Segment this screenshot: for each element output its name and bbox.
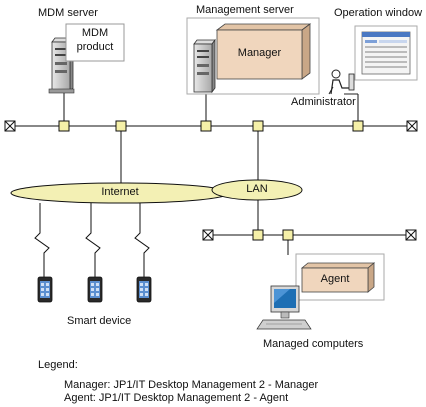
administrator-label: Administrator [291, 96, 356, 108]
operation-window-label: Operation window [334, 7, 423, 19]
managed-computer-icon [256, 285, 312, 330]
mdm-product-box [65, 23, 125, 62]
smart-device-label: Smart device [67, 315, 132, 327]
smart-device-icon [37, 276, 53, 303]
node-internet [115, 120, 127, 132]
mdm-product-label-line1: MDM [81, 27, 109, 39]
wireless-links [34, 203, 150, 278]
legend-manager: Manager: JP1/IT Desktop Management 2 - M… [64, 379, 319, 391]
agent-box [300, 262, 376, 293]
smart-device-icon [87, 276, 103, 303]
mdm-product-label-line2: product [76, 41, 114, 53]
node-manager [200, 120, 212, 132]
manager-label: Manager [237, 47, 282, 59]
node-lan [252, 120, 264, 132]
manager-box [215, 23, 312, 80]
internet-label: Internet [101, 186, 139, 198]
managed-computers-label: Managed computers [263, 338, 364, 350]
node-admin [352, 120, 364, 132]
legend-agent: Agent: JP1/IT Desktop Management 2 - Age… [64, 392, 289, 404]
legend-title: Legend: [38, 359, 78, 371]
node-mdm [58, 120, 70, 132]
operation-window-icon [361, 31, 411, 75]
lan-label: LAN [246, 183, 268, 195]
node-lan-join [252, 229, 264, 241]
administrator-icon [328, 69, 358, 95]
lan-ellipse [211, 179, 303, 201]
agent-label: Agent [320, 273, 350, 285]
management-server-label: Management server [196, 4, 294, 16]
management-server-icon [193, 38, 216, 94]
mdm-server-label: MDM server [38, 7, 98, 19]
smart-device-icon [136, 276, 152, 303]
node-computer [282, 229, 294, 241]
